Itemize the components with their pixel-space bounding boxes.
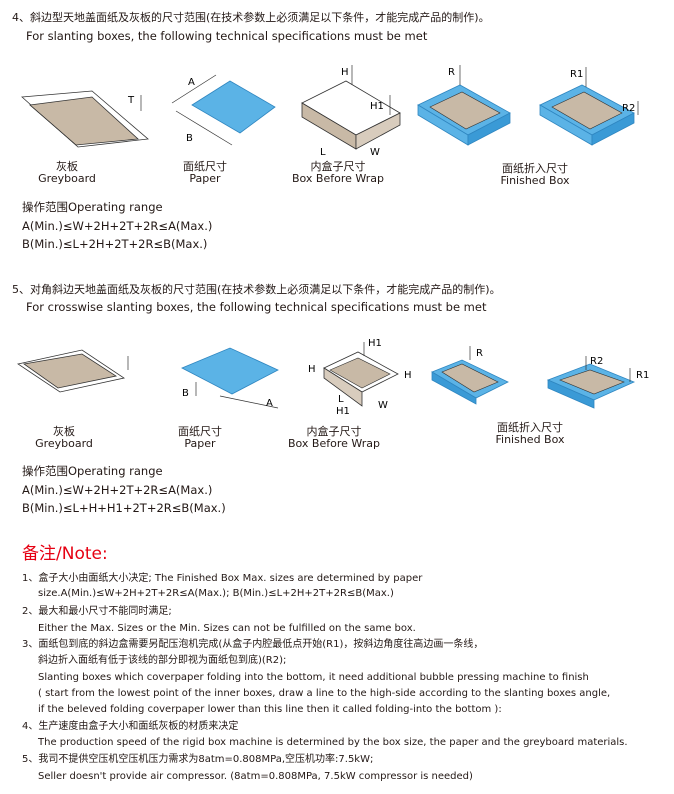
- label-a: A: [188, 77, 195, 88]
- section5-subtitle: For crosswise slanting boxes, the follow…: [26, 300, 487, 314]
- label-r1: R1: [570, 69, 583, 80]
- label-w: W: [370, 147, 380, 158]
- note-line: if the beleved folding coverpaper lower …: [38, 704, 502, 715]
- label-r2-2: R2: [590, 356, 603, 367]
- label-w-2: W: [378, 400, 388, 411]
- label-r2: R2: [622, 103, 635, 114]
- section4-range-title: 操作范围Operating range: [22, 200, 163, 214]
- label-l-2: L: [338, 394, 344, 405]
- section5-formula-b: B(Min.)≤L+H+H1+2T+2R≤B(Max.): [22, 501, 226, 515]
- section4-subtitle: For slanting boxes, the following techni…: [26, 29, 428, 43]
- greyboard-caption-cn-2: 灰板: [53, 425, 75, 438]
- note-line: Either the Max. Sizes or the Min. Sizes …: [38, 623, 416, 634]
- greyboard-diagram: T: [21, 90, 149, 148]
- note-line: 1、盒子大小由面纸大小决定; The Finished Box Max. siz…: [22, 573, 423, 584]
- label-a-2: A: [266, 398, 273, 409]
- label-h: H: [341, 67, 349, 78]
- section4-formula-a: A(Min.)≤W+2H+2T+2R≤A(Max.): [22, 219, 213, 233]
- inner-caption-cn: 内盒子尺寸: [310, 160, 366, 173]
- note-line: The production speed of the rigid box ma…: [38, 737, 628, 748]
- note-line: Seller doesn't provide air compressor. (…: [38, 771, 473, 782]
- paper-caption-en: Paper: [189, 172, 221, 185]
- label-t: T: [127, 95, 135, 106]
- inner-box-diagram-2: H1 H H L H1 W: [308, 338, 412, 417]
- note-line: 3、面纸包到底的斜边盒需要另配压泡机完成(从盒子内腔最低点开始(R1)，按斜边角…: [22, 639, 484, 650]
- greyboard-caption-en-2: Greyboard: [35, 437, 93, 450]
- section5-formula-a: A(Min.)≤W+2H+2T+2R≤A(Max.): [22, 483, 213, 497]
- label-h1-bottom-2: H1: [336, 406, 350, 417]
- label-b-2: B: [182, 388, 189, 399]
- inner-caption-en: Box Before Wrap: [291, 172, 385, 185]
- paper-diagram-2: B A: [181, 347, 279, 409]
- paper-caption-en-2: Paper: [184, 437, 216, 450]
- section4-formula-b: B(Min.)≤L+2H+2T+2R≤B(Max.): [22, 237, 208, 251]
- paper-diagram: A B: [171, 74, 276, 146]
- inner-box-diagram: H H1 L W: [301, 65, 401, 158]
- inner-caption-en-2: Box Before Wrap: [287, 437, 381, 450]
- label-b: B: [186, 133, 193, 144]
- note-line: ( start from the lowest point of the inn…: [38, 688, 611, 699]
- greyboard-caption-en: Greyboard: [38, 172, 96, 185]
- section5-diagrams: B A H1 H H L H1 W R R2 R1: [16, 338, 649, 417]
- label-h-left-2: H: [308, 364, 316, 375]
- note-line: size.A(Min.)≤W+2H+2T+2R≤A(Max.); B(Min.)…: [38, 588, 394, 599]
- finished-caption-cn-2: 面纸折入尺寸: [497, 421, 563, 434]
- label-l: L: [320, 147, 326, 158]
- inner-caption-cn-2: 内盒子尺寸: [306, 425, 362, 438]
- section5-range-title: 操作范围Operating range: [22, 464, 163, 478]
- label-r1-2: R1: [636, 370, 649, 381]
- paper-caption-cn: 面纸尺寸: [183, 160, 227, 173]
- note-line: Slanting boxes which coverpaper folding …: [38, 672, 589, 683]
- finished-caption-en: Finished Box: [500, 174, 570, 187]
- finished-box-r-diagram-2: R: [431, 346, 509, 405]
- finished-box-r-diagram: R: [417, 65, 511, 146]
- note-line: 2、最大和最小尺寸不能同时满足;: [22, 606, 172, 617]
- label-h-right-2: H: [404, 370, 412, 381]
- section5-title: 5、对角斜边天地盖面纸及灰板的尺寸范围(在技术参数上必须满足以下条件，才能完成产…: [12, 283, 501, 296]
- finished-caption-cn: 面纸折入尺寸: [502, 162, 568, 175]
- note-line: 5、我司不提供空压机空压机压力需求为8atm=0.808MPa,空压机功率:7.…: [22, 754, 374, 765]
- greyboard-diagram-2: [16, 349, 129, 393]
- section4-title: 4、斜边型天地盖面纸及灰板的尺寸范围(在技术参数上必须满足以下条件，才能完成产品…: [12, 11, 490, 24]
- label-h1: H1: [370, 101, 384, 112]
- label-r: R: [448, 67, 455, 78]
- finished-box-r1r2-diagram-2: R2 R1: [546, 356, 649, 409]
- finished-caption-en-2: Finished Box: [495, 433, 565, 446]
- label-r-2: R: [476, 348, 483, 359]
- greyboard-caption-cn: 灰板: [56, 160, 78, 173]
- label-h1-top-2: H1: [368, 338, 382, 349]
- section4-diagrams: T A B H H1 L W R R1 R2: [21, 65, 639, 158]
- note-line: 4、生产速度由盒子大小和面纸灰板的材质来决定: [22, 721, 239, 732]
- note-line: 斜边折入面纸有低于该线的部分即视为面纸包到底)(R2);: [38, 655, 287, 666]
- paper-caption-cn-2: 面纸尺寸: [178, 425, 222, 438]
- finished-box-r1r2-diagram: R1 R2: [539, 67, 639, 146]
- notes-title: 备注/Note:: [22, 544, 108, 564]
